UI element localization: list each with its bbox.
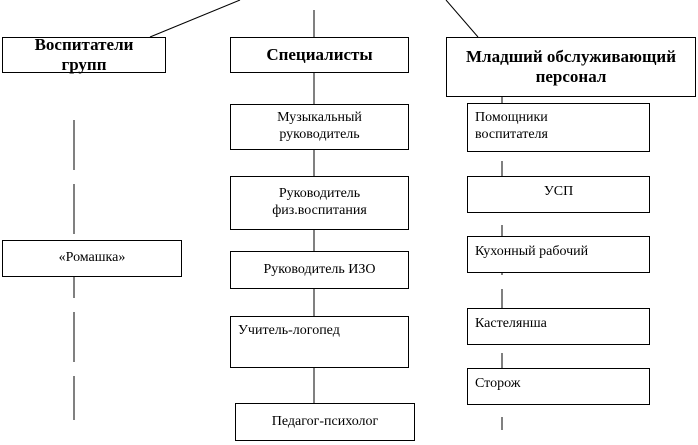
specialist-box-psychologist: Педагог-психолог <box>235 403 415 441</box>
junior-staff-head-box: Младший обслуживающий персонал <box>446 37 696 97</box>
specialist-box-art: Руководитель ИЗО <box>230 251 409 289</box>
groups-head-label: Воспитатели групп <box>34 34 134 74</box>
staff-box-assistants: Помощники воспитателя <box>467 103 650 152</box>
specialists-head-label: Специалисты <box>266 44 373 64</box>
specialist-label-music: Музыкальный руководитель <box>277 110 362 142</box>
specialist-label-psychologist: Педагог-психолог <box>271 413 379 429</box>
group-romashka-label: «Ромашка» <box>58 250 126 266</box>
junior-staff-head-label: Младший обслуживающий персонал <box>466 46 676 86</box>
staff-label-kitchen: Кухонный рабочий <box>475 244 589 259</box>
staff-label-watchman: Сторож <box>475 376 521 391</box>
specialists-head-box: Специалисты <box>230 37 409 73</box>
staff-box-watchman: Сторож <box>467 368 650 405</box>
specialist-box-music: Музыкальный руководитель <box>230 104 409 150</box>
specialist-label-speech: Учитель-логопед <box>238 323 340 338</box>
groups-head-box: Воспитатели групп <box>2 34 166 74</box>
group-romashka-box: «Ромашка» <box>2 240 182 277</box>
specialist-box-speech: Учитель-логопед <box>230 316 409 368</box>
staff-box-linen: Кастелянша <box>467 308 650 345</box>
staff-label-linen: Кастелянша <box>475 316 547 331</box>
specialist-label-art: Руководитель ИЗО <box>263 261 376 277</box>
staff-box-kitchen: Кухонный рабочий <box>467 236 650 273</box>
specialist-box-physical: Руководитель физ.воспитания <box>230 176 409 230</box>
staff-box-usp: УСП <box>467 176 650 213</box>
staff-label-assistants: Помощники воспитателя <box>475 110 548 142</box>
specialist-label-physical: Руководитель физ.воспитания <box>272 186 367 218</box>
staff-label-usp: УСП <box>543 184 574 199</box>
